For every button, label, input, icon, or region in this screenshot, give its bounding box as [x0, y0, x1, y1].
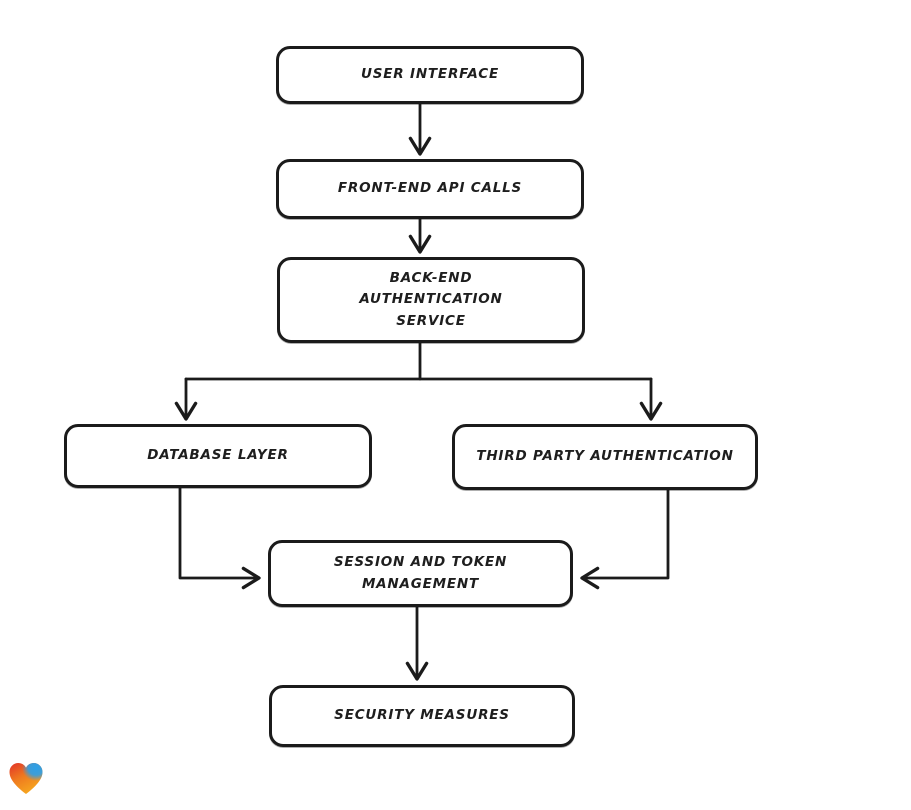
node-security-measures-label: SECURITY MEASURES: [334, 707, 510, 724]
heart-logo[interactable]: [8, 762, 44, 796]
node-third-party-authentication[interactable]: THIRD PARTY AUTHENTICATION: [452, 424, 758, 490]
edge-third-party-to-session: [580, 488, 670, 590]
node-database-layer-label: DATABASE LAYER: [147, 447, 289, 464]
node-back-end-authentication-service-label: BACK-END AUTHENTICATION SERVICE: [359, 269, 503, 329]
node-user-interface-label: USER INTERFACE: [361, 66, 499, 83]
edge-database-to-session: [178, 486, 261, 590]
node-session-and-token-management[interactable]: SESSION AND TOKEN MANAGEMENT: [268, 540, 573, 607]
node-user-interface[interactable]: USER INTERFACE: [276, 46, 584, 104]
node-back-end-authentication-service[interactable]: BACK-END AUTHENTICATION SERVICE: [277, 257, 585, 343]
node-third-party-authentication-label: THIRD PARTY AUTHENTICATION: [476, 448, 734, 465]
heart-icon: [9, 763, 43, 794]
node-security-measures[interactable]: SECURITY MEASURES: [269, 685, 575, 747]
node-front-end-api-calls[interactable]: FRONT-END API CALLS: [276, 159, 584, 219]
node-session-and-token-management-label: SESSION AND TOKEN MANAGEMENT: [333, 553, 508, 592]
node-database-layer[interactable]: DATABASE LAYER: [64, 424, 372, 488]
node-front-end-api-calls-label: FRONT-END API CALLS: [337, 180, 523, 197]
